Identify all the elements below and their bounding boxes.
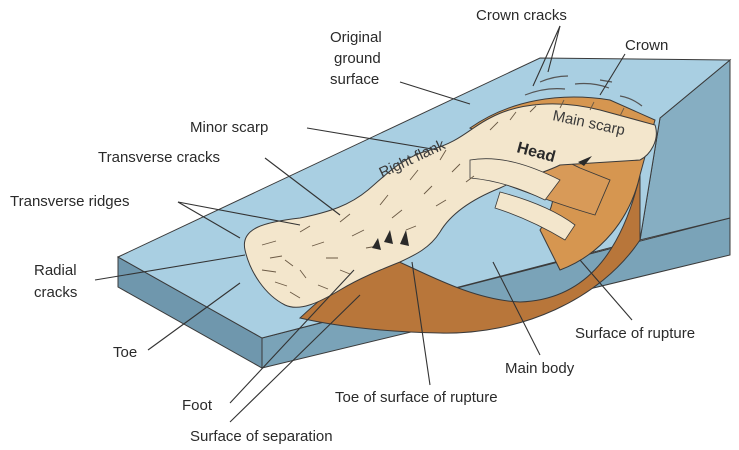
label-toe: Toe [113,344,137,361]
label-radial-cracks-2: cracks [34,284,77,301]
label-surface-of-separation: Surface of separation [190,428,333,445]
label-crown-cracks: Crown cracks [476,7,567,24]
label-original-ground-2: ground [334,50,381,67]
label-main-body: Main body [505,360,575,377]
label-original-ground-3: surface [330,71,379,88]
label-radial-cracks-1: Radial [34,262,77,279]
label-transverse-ridges: Transverse ridges [10,193,130,210]
label-toe-of-surface-of-rupture: Toe of surface of rupture [335,389,498,406]
label-crown: Crown [625,37,668,54]
label-minor-scarp: Minor scarp [190,119,268,136]
label-surface-of-rupture: Surface of rupture [575,325,695,342]
label-transverse-cracks: Transverse cracks [98,149,220,166]
label-foot: Foot [182,397,213,414]
label-original-ground-1: Original [330,29,382,46]
